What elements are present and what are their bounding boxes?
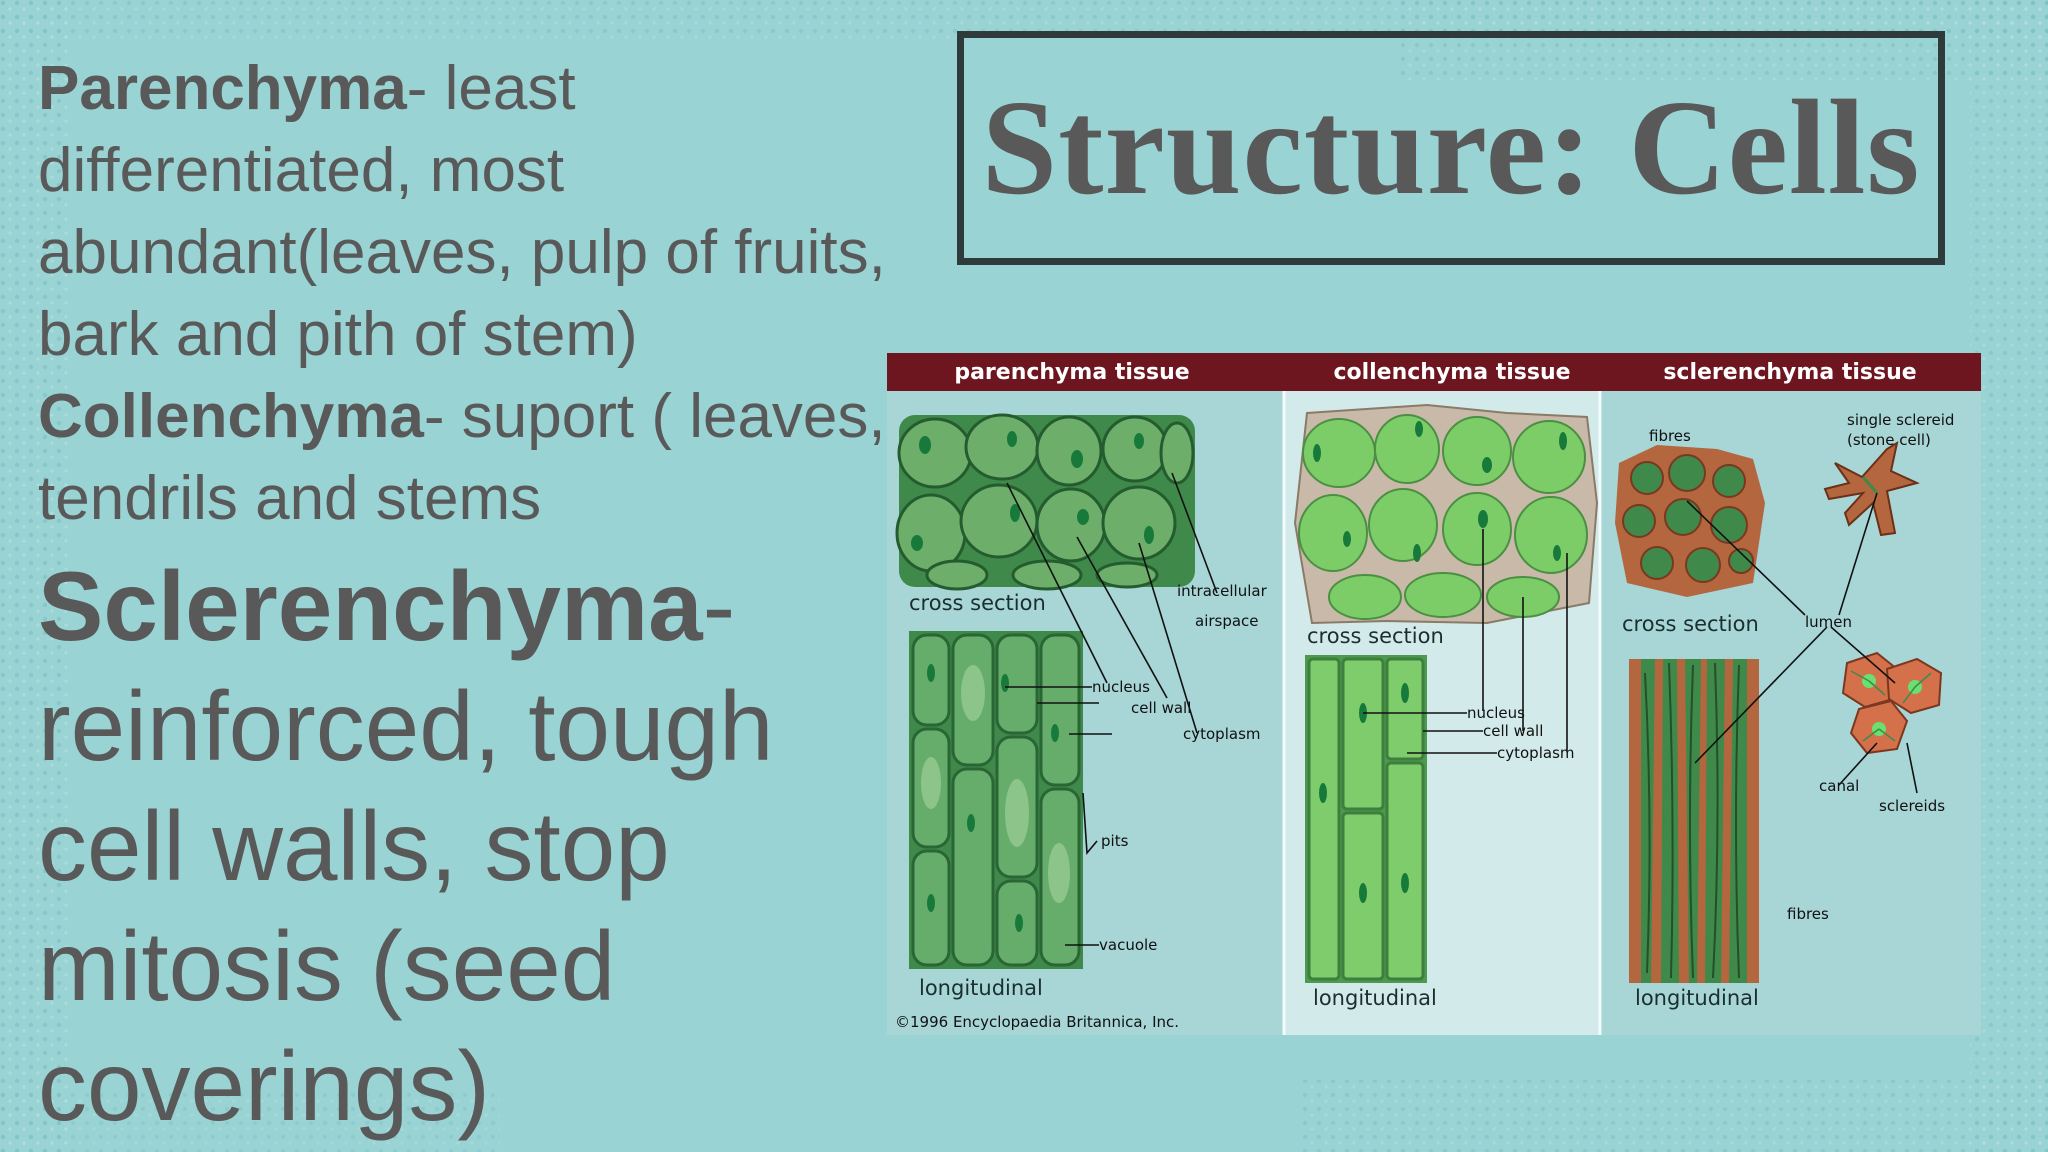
parenchyma-long-label: longitudinal	[919, 976, 1043, 1000]
collenchyma-leader-lines	[1363, 529, 1568, 754]
label-cell-wall-collenchyma: cell wall	[1483, 722, 1543, 740]
paragraph-parenchyma: Parenchyma- least differentiated, most a…	[38, 48, 898, 376]
sclerenchyma-long-label: longitudinal	[1635, 986, 1759, 1010]
description-sclerenchyma: - reinforced, tough cell walls, stop mit…	[38, 551, 774, 1141]
label-nucleus-parenchyma: nucleus	[1092, 678, 1150, 696]
label-fibres-long: fibres	[1787, 905, 1829, 923]
label-fibres-cross: fibres	[1649, 427, 1691, 445]
header-parenchyma: parenchyma tissue	[954, 360, 1189, 385]
label-canal: canal	[1819, 777, 1859, 795]
description-parenchyma: - least differentiated, most abundant(le…	[38, 54, 886, 369]
parenchyma-leader-lines	[1005, 472, 1218, 946]
label-sclereids: sclereids	[1879, 797, 1945, 815]
label-vacuole: vacuole	[1099, 936, 1157, 954]
sclerenchyma-cross-section	[1615, 445, 1765, 597]
sclerenchyma-leader-lines	[1686, 492, 1918, 794]
description-collenchyma: - suport ( leaves, tendrils and stems	[38, 382, 886, 533]
collenchyma-cross-section	[1293, 403, 1599, 625]
label-single-sclereid: single sclereid	[1847, 411, 1954, 429]
label-cell-wall-parenchyma: cell wall	[1131, 699, 1191, 717]
label-cytoplasm-parenchyma: cytoplasm	[1183, 725, 1261, 743]
body-text: Parenchyma- least differentiated, most a…	[38, 48, 898, 1146]
copyright: ©1996 Encyclopaedia Britannica, Inc.	[895, 1013, 1179, 1031]
figure-header-bar	[887, 353, 1981, 391]
term-parenchyma: Parenchyma	[38, 54, 407, 123]
parenchyma-cross-label: cross section	[909, 591, 1046, 615]
term-sclerenchyma: Sclerenchyma	[38, 551, 703, 661]
plant-tissue-figure: parenchyma tissue collenchyma tissue scl…	[887, 353, 1981, 1035]
label-intracellular: intracellular	[1177, 582, 1268, 600]
label-lumen: lumen	[1805, 613, 1852, 631]
parenchyma-cross-section	[895, 413, 1195, 591]
label-cytoplasm-collenchyma: cytoplasm	[1497, 744, 1575, 762]
collenchyma-long-label: longitudinal	[1313, 986, 1437, 1010]
header-sclerenchyma: sclerenchyma tissue	[1663, 360, 1916, 385]
label-stone-cell: (stone cell)	[1847, 431, 1931, 449]
sclerenchyma-cross-label: cross section	[1622, 612, 1759, 636]
label-airspace: airspace	[1195, 612, 1259, 630]
slide-title: Structure: Cells	[981, 73, 1921, 223]
sclerenchyma-longitudinal	[1629, 659, 1759, 983]
paragraph-collenchyma: Collenchyma- suport ( leaves, tendrils a…	[38, 376, 898, 540]
label-nucleus-collenchyma: nucleus	[1467, 704, 1525, 722]
title-box: Structure: Cells	[957, 31, 1945, 265]
single-sclereid	[1823, 440, 1920, 537]
header-collenchyma: collenchyma tissue	[1333, 360, 1570, 385]
label-pits: pits	[1101, 832, 1129, 850]
term-collenchyma: Collenchyma	[38, 382, 424, 451]
collenchyma-longitudinal	[1305, 655, 1427, 983]
paragraph-sclerenchyma: Sclerenchyma- reinforced, tough cell wal…	[38, 546, 898, 1146]
sclereid-cluster	[1841, 651, 1943, 755]
parenchyma-longitudinal	[909, 631, 1083, 969]
collenchyma-cross-label: cross section	[1307, 624, 1444, 648]
